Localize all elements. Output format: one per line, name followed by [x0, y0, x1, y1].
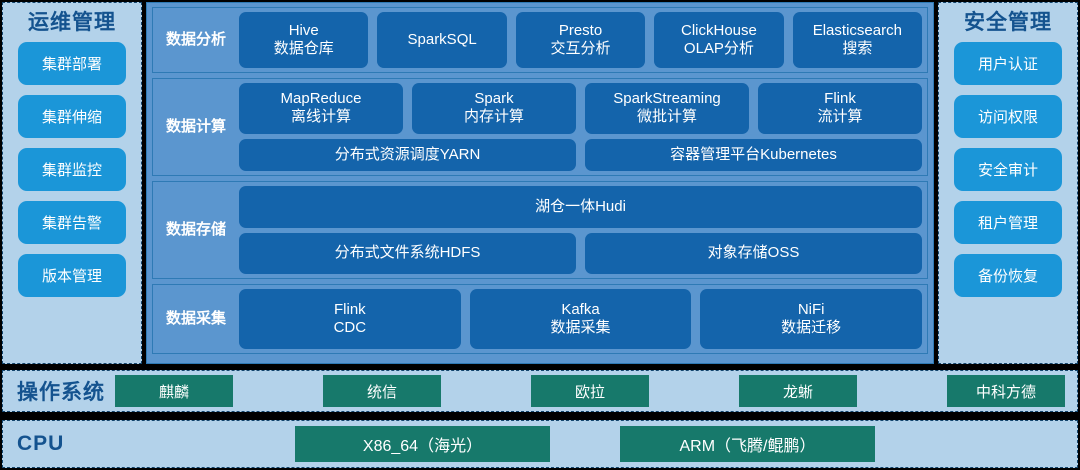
- chip-title: 湖仓一体Hudi: [535, 197, 626, 215]
- chip-title: Spark: [474, 90, 514, 108]
- chip-title: MapReduce: [280, 90, 362, 108]
- chip-title: Kafka: [561, 301, 600, 318]
- cpu-layer-items: X86_64（海光） ARM（飞腾/鲲鹏）: [115, 421, 1077, 467]
- sidebar-item-version-management[interactable]: 版本管理: [18, 254, 126, 297]
- cpu-item-arm[interactable]: ARM（飞腾/鲲鹏）: [620, 426, 875, 462]
- layer-data-collection: 数据采集 Flink CDC Kafka 数据采集 NiFi 数据迁移: [152, 284, 928, 354]
- layer-label-data-storage: 数据存储: [165, 221, 226, 239]
- chip-subtitle: 微批计算: [636, 108, 697, 126]
- chip-nifi[interactable]: NiFi 数据迁移: [700, 289, 923, 349]
- chip-subtitle: 数据仓库: [273, 40, 334, 57]
- chip-kubernetes[interactable]: 容器管理平台Kubernetes: [585, 138, 922, 171]
- chip-presto[interactable]: Presto 交互分析: [515, 12, 646, 68]
- cpu-item-x86-64[interactable]: X86_64（海光）: [295, 426, 550, 462]
- sidebar-item-tenant-management[interactable]: 租户管理: [954, 201, 1062, 244]
- sidebar-item-access-permission[interactable]: 访问权限: [954, 95, 1062, 138]
- chip-title: ClickHouse: [680, 22, 757, 39]
- left-panel-ops-management: 运维管理 集群部署 集群伸缩 集群监控 集群告警 版本管理: [2, 2, 142, 364]
- sidebar-item-user-authentication[interactable]: 用户认证: [954, 42, 1062, 85]
- chip-title: Hive: [288, 22, 319, 39]
- chip-sparkstreaming[interactable]: SparkStreaming 微批计算: [585, 83, 749, 134]
- cpu-layer-title: CPU: [17, 432, 65, 455]
- chip-hive[interactable]: Hive 数据仓库: [239, 12, 369, 68]
- chip-mapreduce[interactable]: MapReduce 离线计算: [239, 83, 403, 134]
- chip-title: SparkStreaming: [613, 90, 721, 108]
- chip-flink-cdc[interactable]: Flink CDC: [239, 289, 461, 349]
- os-item-kylin[interactable]: 麒麟: [115, 375, 233, 407]
- sidebar-item-cluster-monitoring[interactable]: 集群监控: [18, 148, 126, 191]
- chip-subtitle: 数据采集: [550, 319, 611, 336]
- chip-title: NiFi: [797, 301, 825, 318]
- chip-oss[interactable]: 对象存储OSS: [585, 232, 922, 274]
- sidebar-item-cluster-scaling[interactable]: 集群伸缩: [18, 95, 126, 138]
- os-layer-items: 麒麟 统信 欧拉 龙蜥 中科方德: [115, 371, 1077, 411]
- os-layer-bar: 操作系统 麒麟 统信 欧拉 龙蜥 中科方德: [2, 370, 1078, 412]
- os-item-uos[interactable]: 统信: [323, 375, 441, 407]
- sidebar-item-cluster-alerting[interactable]: 集群告警: [18, 201, 126, 244]
- layer-label-data-compute: 数据计算: [165, 118, 226, 136]
- chip-subtitle: 内存计算: [463, 108, 524, 126]
- os-layer-title: 操作系统: [17, 381, 105, 404]
- chip-hudi[interactable]: 湖仓一体Hudi: [239, 186, 922, 228]
- chip-title: 分布式资源调度YARN: [334, 145, 481, 163]
- chip-sparksql[interactable]: SparkSQL: [377, 12, 507, 68]
- layer-data-storage: 数据存储 湖仓一体Hudi 分布式文件系统HDFS 对象存储OSS: [152, 181, 928, 279]
- chip-title: Flink: [824, 90, 856, 108]
- right-panel-security-management: 安全管理 用户认证 访问权限 安全审计 租户管理 备份恢复: [938, 2, 1078, 364]
- right-panel-title: 安全管理: [964, 11, 1052, 34]
- layer-data-analysis: 数据分析 Hive 数据仓库 SparkSQL Presto 交互分析: [152, 7, 928, 73]
- chip-title: Presto: [558, 22, 603, 39]
- layer-label-data-collection: 数据采集: [165, 310, 226, 328]
- chip-subtitle: 离线计算: [290, 108, 351, 126]
- cpu-layer-bar: CPU X86_64（海光） ARM（飞腾/鲲鹏）: [2, 420, 1078, 468]
- chip-hdfs[interactable]: 分布式文件系统HDFS: [239, 232, 576, 274]
- chip-subtitle: 流计算: [817, 108, 863, 126]
- chip-subtitle: 交互分析: [550, 40, 611, 57]
- chip-title: SparkSQL: [407, 31, 477, 48]
- center-platform-stack: 数据分析 Hive 数据仓库 SparkSQL Presto 交互分析: [146, 2, 934, 364]
- layer-data-compute: 数据计算 MapReduce 离线计算 Spark 内存计算 SparkStre…: [152, 78, 928, 176]
- os-item-nfs-china[interactable]: 中科方德: [947, 375, 1065, 407]
- chip-subtitle: OLAP分析: [683, 40, 754, 57]
- chip-title: 分布式文件系统HDFS: [334, 244, 481, 262]
- chip-spark[interactable]: Spark 内存计算: [412, 83, 576, 134]
- chip-clickhouse[interactable]: ClickHouse OLAP分析: [654, 12, 784, 68]
- chip-subtitle: 数据迁移: [781, 319, 842, 336]
- sidebar-item-security-audit[interactable]: 安全审计: [954, 148, 1062, 191]
- chip-title: 容器管理平台Kubernetes: [670, 145, 837, 163]
- os-item-anolis[interactable]: 龙蜥: [739, 375, 857, 407]
- chip-title: Elasticsearch: [812, 22, 902, 39]
- chip-subtitle: 搜索: [842, 40, 873, 57]
- sidebar-item-cluster-deploy[interactable]: 集群部署: [18, 42, 126, 85]
- chip-kafka[interactable]: Kafka 数据采集: [469, 289, 692, 349]
- chip-title: 对象存储OSS: [707, 244, 800, 262]
- os-item-openeuler[interactable]: 欧拉: [531, 375, 649, 407]
- sidebar-item-backup-restore[interactable]: 备份恢复: [954, 254, 1062, 297]
- chip-flink-compute[interactable]: Flink 流计算: [758, 83, 922, 134]
- layer-label-data-analysis: 数据分析: [165, 31, 226, 49]
- chip-subtitle: CDC: [333, 319, 367, 336]
- chip-title: Flink: [334, 301, 366, 318]
- chip-elasticsearch[interactable]: Elasticsearch 搜索: [792, 12, 923, 68]
- left-panel-title: 运维管理: [28, 11, 116, 34]
- chip-yarn[interactable]: 分布式资源调度YARN: [239, 138, 576, 171]
